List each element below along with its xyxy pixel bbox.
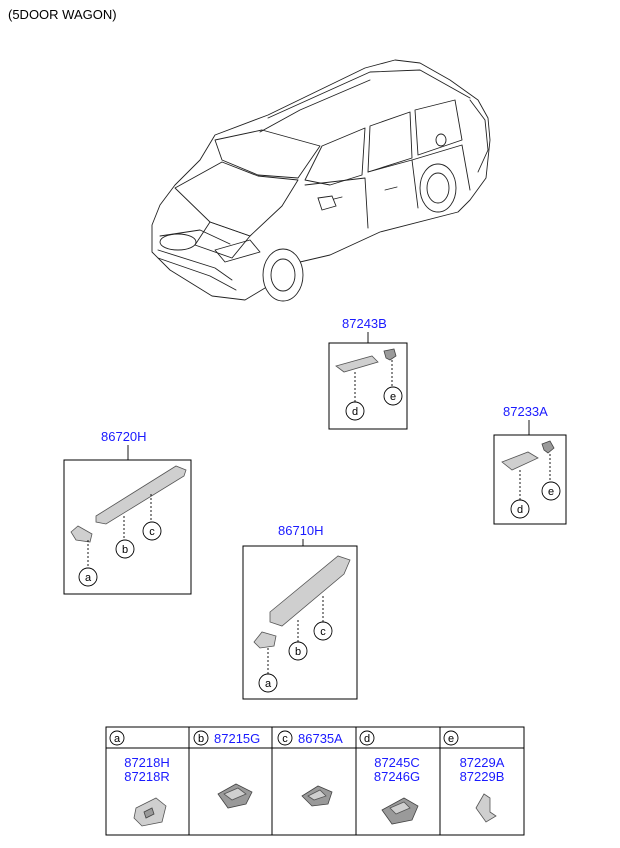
callout-label-d: d [517, 504, 523, 516]
part-number-87218R[interactable]: 87218R [124, 769, 170, 784]
clip-part [475, 793, 497, 823]
callout-label-b: b [122, 544, 128, 556]
roof-rack-rail-part [95, 465, 187, 525]
diagram-title: (5DOOR WAGON) [8, 7, 117, 22]
part-number-86735A[interactable]: 86735A [298, 731, 343, 746]
column-key-a: a [114, 733, 121, 745]
table-column-a: a 87218H 87218R [109, 730, 170, 827]
roof-rack-end-cap-part [335, 355, 379, 373]
part-number-87243B[interactable]: 87243B [342, 316, 387, 331]
roof-rack-end-cap-part [253, 631, 277, 649]
callout-87243B: 87243B d e [328, 316, 408, 430]
part-number-86710H[interactable]: 86710H [278, 523, 324, 538]
column-key-d: d [364, 733, 370, 745]
part-number-87215G[interactable]: 87215G [214, 731, 260, 746]
roof-rack-clip-part [541, 440, 555, 454]
callout-86710H: 86710H a b c [242, 523, 358, 700]
part-number-86720H[interactable]: 86720H [101, 429, 147, 444]
table-column-d: d 87245C 87246G [359, 730, 420, 825]
roof-rack-end-cap-part [70, 525, 93, 543]
callout-label-e: e [548, 486, 554, 498]
callout-87233A: 87233A d e [493, 404, 567, 525]
callout-label-a: a [265, 678, 272, 690]
column-key-b: b [198, 733, 204, 745]
callout-86720H: 86720H a b c [63, 429, 192, 595]
part-number-87218H[interactable]: 87218H [124, 755, 170, 770]
table-column-e: e 87229A 87229B [443, 730, 505, 823]
callout-label-b: b [295, 646, 301, 658]
part-number-87229A[interactable]: 87229A [460, 755, 505, 770]
callout-label-e: e [390, 391, 396, 403]
column-key-e: e [448, 733, 454, 745]
callout-label-a: a [85, 572, 92, 584]
part-number-87229B[interactable]: 87229B [460, 769, 505, 784]
callout-label-d: d [352, 406, 358, 418]
roof-rack-rail-part [269, 555, 351, 627]
callout-label-c: c [320, 626, 326, 638]
part-number-87233A[interactable]: 87233A [503, 404, 548, 419]
table-column-c: c 86735A [277, 730, 343, 807]
roof-rack-clip-part [383, 348, 397, 361]
part-number-87246G[interactable]: 87246G [374, 769, 420, 784]
table-column-b: b 87215G [193, 730, 260, 809]
column-key-c: c [282, 733, 288, 745]
part-number-87245C[interactable]: 87245C [374, 755, 420, 770]
car-illustration [151, 59, 491, 302]
callout-label-c: c [149, 526, 155, 538]
roof-rack-end-cap-part [501, 451, 539, 471]
parts-table: a 87218H 87218R b 87215G c 86735A d 8724… [105, 726, 525, 836]
